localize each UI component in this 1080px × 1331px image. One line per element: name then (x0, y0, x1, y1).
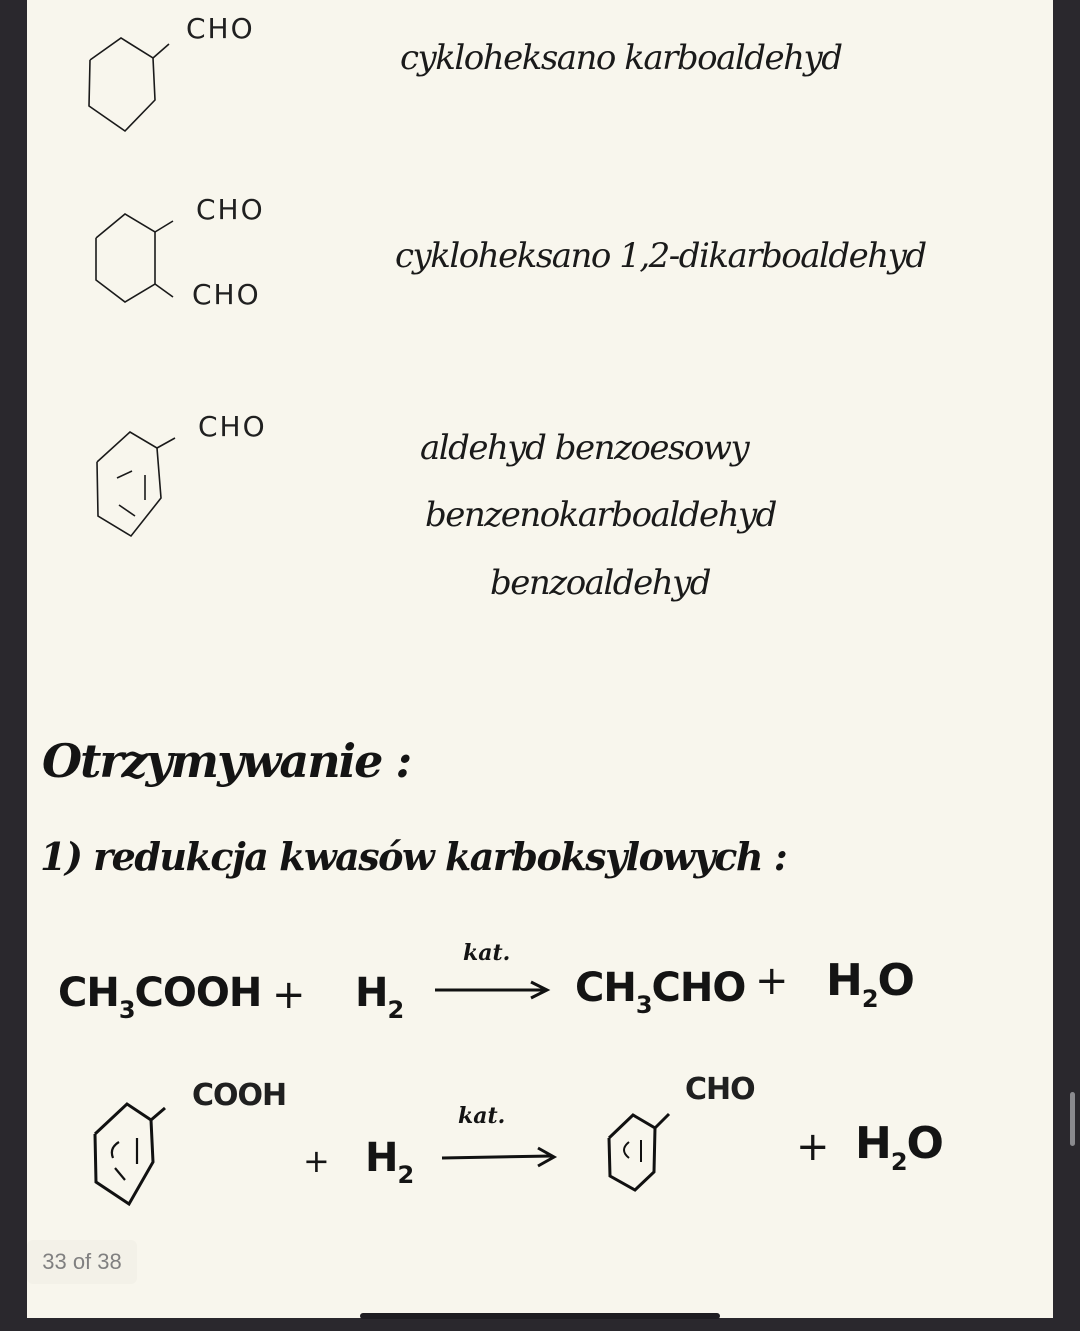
benzene-icon (93, 1102, 166, 1207)
section-heading: Otrzymywanie : (42, 734, 412, 788)
compound-name: cykloheksano 1,2-dikarboaldehyd (395, 236, 927, 276)
condition-catalyst: kat. (463, 940, 511, 966)
cyclohexane-icon (95, 213, 174, 303)
reaction-arrow-icon (441, 1146, 558, 1168)
substituent-cooh: COOH (192, 1078, 287, 1113)
reactant-hydrogen: H2 (355, 970, 404, 1024)
plus-sign: + (755, 958, 789, 1004)
cyclohexane-icon (88, 37, 170, 133)
note-page (27, 0, 1053, 1318)
condition-catalyst: kat. (458, 1103, 506, 1129)
substituent-cho: CHO (186, 12, 255, 45)
section-subheading: 1) redukcja kwasów karboksylowych : (40, 834, 788, 879)
substituent-cho-bottom: CHO (192, 278, 261, 311)
reactant-acetic-acid: CH3COOH (58, 970, 262, 1024)
plus-sign: + (796, 1124, 830, 1170)
product-water: H2O (855, 1118, 944, 1176)
vertical-scrollbar[interactable] (1070, 1092, 1075, 1146)
plus-sign: + (303, 1142, 330, 1180)
home-indicator-bar[interactable] (360, 1313, 720, 1319)
substituent-cho-top: CHO (196, 193, 265, 226)
product-acetaldehyde: CH3CHO (575, 965, 746, 1019)
benzene-icon (96, 431, 176, 538)
reaction-arrow-icon (435, 980, 551, 1000)
compound-name: aldehyd benzoesowy (420, 428, 750, 468)
page-indicator: 33 of 38 (27, 1240, 137, 1284)
product-water: H2O (826, 955, 915, 1013)
benzene-icon (607, 1112, 671, 1192)
compound-name: benzenokarboaldehyd (425, 495, 777, 535)
plus-sign: + (272, 972, 306, 1018)
reactant-hydrogen: H2 (365, 1135, 414, 1189)
compound-name: benzoaldehyd (490, 563, 712, 603)
compound-name: cykloheksano karboaldehyd (400, 38, 843, 78)
substituent-cho: CHO (198, 410, 267, 443)
substituent-cho: CHO (685, 1072, 756, 1107)
